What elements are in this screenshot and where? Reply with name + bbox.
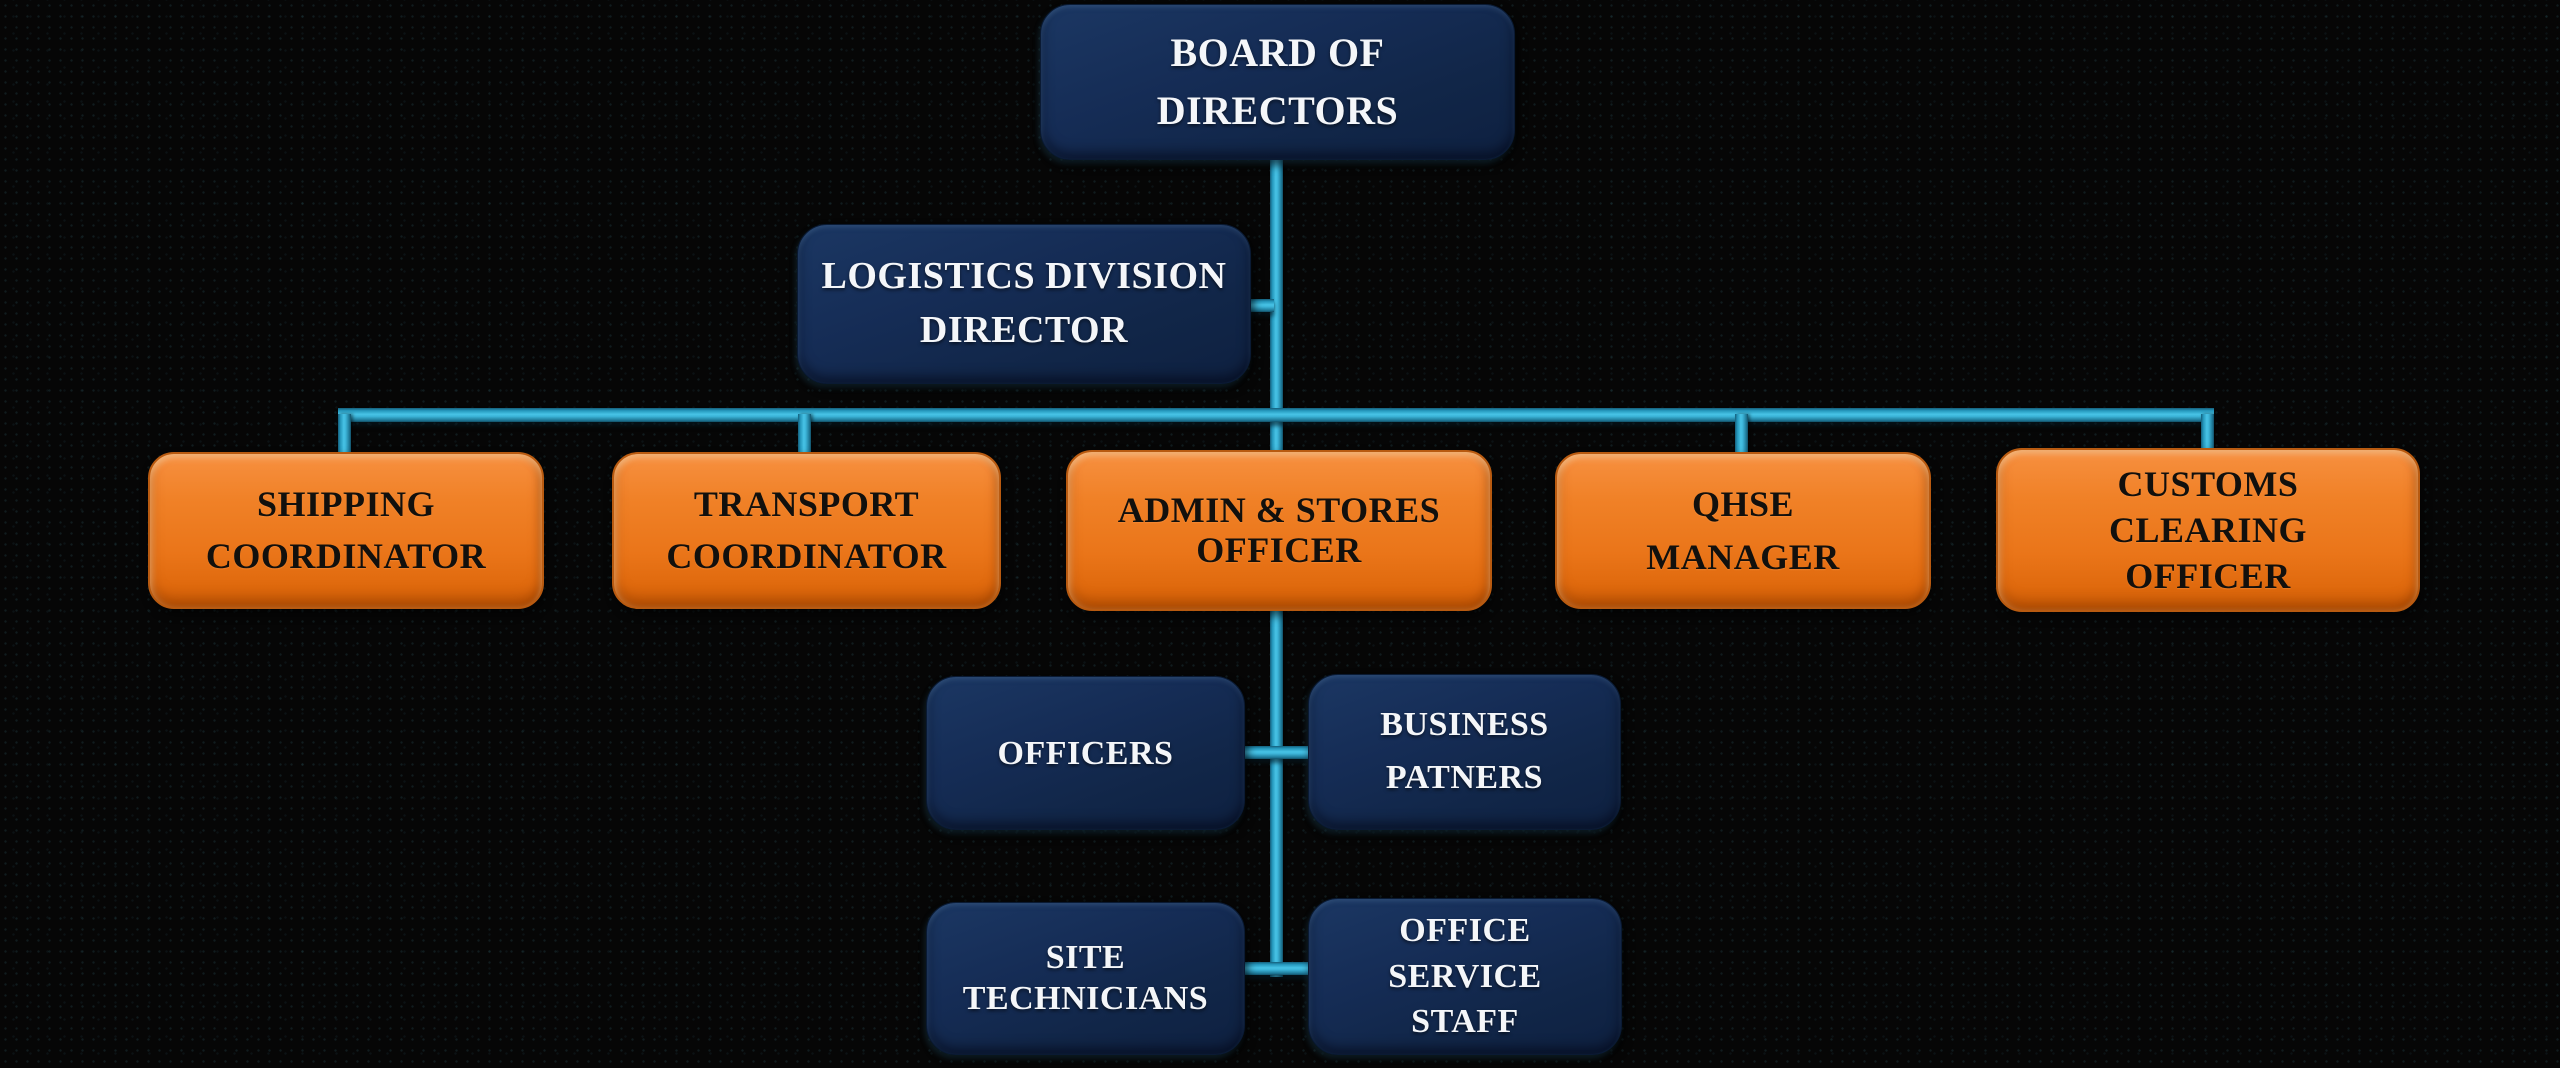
- node-officers: OFFICERS: [926, 676, 1245, 830]
- node-business-patners: BUSINESS PATNERS: [1308, 674, 1621, 830]
- node-admin-stores-officer: ADMIN & STORES OFFICER: [1066, 450, 1492, 611]
- connector-drop-customs: [2201, 414, 2214, 456]
- node-site-technicians: SITE TECHNICIANS: [926, 902, 1245, 1055]
- connector-board-to-bus: [1270, 152, 1283, 415]
- node-logistics-division-director: LOGISTICS DIVISION DIRECTOR: [797, 224, 1251, 384]
- node-board-of-directors: BOARD OF DIRECTORS: [1040, 4, 1515, 160]
- connector-drop-shipping: [338, 414, 351, 456]
- connector-drop-transport: [798, 414, 811, 456]
- connector-officers-business-stub: [1243, 746, 1309, 759]
- node-customs-clearing-officer: CUSTOMS CLEARING OFFICER: [1996, 448, 2420, 612]
- node-office-service-staff: OFFICE SERVICE STAFF: [1308, 898, 1622, 1055]
- connector-level3-bus: [338, 408, 2214, 422]
- connector-site-office-stub: [1243, 962, 1309, 975]
- node-transport-coordinator: TRANSPORT COORDINATOR: [612, 452, 1001, 609]
- connector-logistics-stub: [1246, 299, 1274, 312]
- connector-drop-qhse: [1735, 414, 1748, 456]
- node-qhse-manager: QHSE MANAGER: [1555, 452, 1931, 609]
- node-shipping-coordinator: SHIPPING COORDINATOR: [148, 452, 544, 609]
